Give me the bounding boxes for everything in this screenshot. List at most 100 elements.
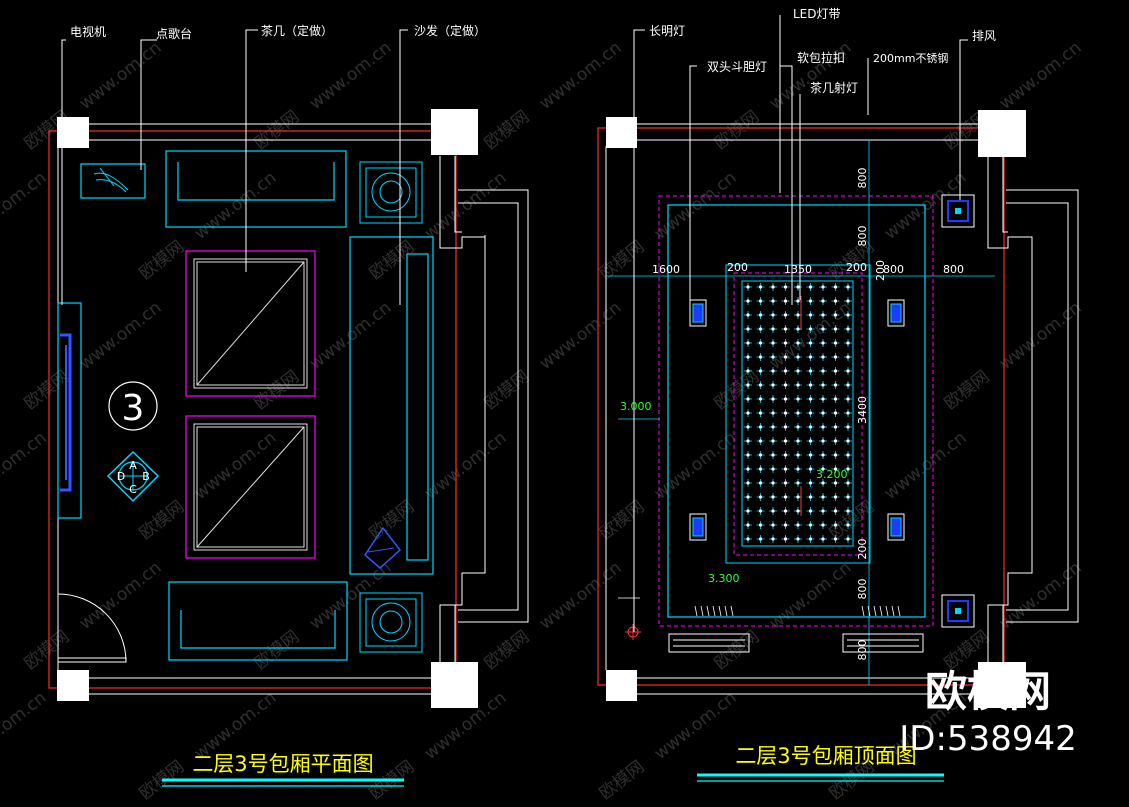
label-tea-table: 茶几（定做）: [261, 23, 333, 38]
long-light-symbol: [625, 624, 641, 640]
watermark-brand: 欧模网: [366, 497, 419, 544]
dim-200: 200: [846, 261, 867, 274]
sofa-right: [349, 236, 434, 575]
sofa-top: [165, 150, 347, 228]
watermark-brand: 欧模网: [711, 367, 764, 414]
column: [431, 662, 478, 708]
watermark-url: www.om.cn: [766, 38, 856, 114]
brand-logo: 欧模网 ID:538942: [899, 667, 1076, 759]
double-head-lamp: [689, 299, 707, 327]
label-song-stand: 点歌台: [156, 26, 192, 41]
air-vent: [668, 633, 924, 653]
exhaust-fan: [941, 594, 975, 628]
watermark-brand: 欧模网: [596, 497, 649, 544]
tv-cabinet: [57, 302, 82, 519]
watermark-url: www.om.cn: [651, 168, 741, 244]
watermark-brand: 欧模网: [136, 237, 189, 284]
watermark-url: www.om.cn: [191, 428, 281, 504]
column: [978, 110, 1026, 157]
column: [431, 109, 478, 155]
double-head-lamp: [887, 513, 905, 541]
spot-lights-row: [694, 605, 901, 617]
watermark-brand: 欧模网: [251, 627, 304, 674]
watermark-url: www.om.cn: [76, 298, 166, 374]
plan-title-right: 二层3号包厢顶面图: [735, 744, 916, 768]
watermark-url: www.om.cn: [536, 298, 626, 374]
watermark-brand: 欧模网: [21, 627, 74, 674]
label-tv: 电视机: [70, 24, 106, 39]
watermark-brand: 欧模网: [481, 627, 534, 674]
label-led-strip: LED灯带: [793, 7, 841, 21]
exhaust-fan: [941, 194, 975, 228]
label-double-lamp: 双头斗胆灯: [707, 60, 767, 74]
speaker-bottom: [359, 592, 423, 653]
watermark-url: www.om.cn: [76, 38, 166, 114]
plan-title-left: 二层3号包厢平面图: [192, 752, 373, 776]
mark-b: B: [142, 470, 150, 483]
dim-800: 800: [856, 168, 869, 189]
watermark-brand: 欧模网: [941, 367, 994, 414]
label-soft-pull: 软包拉扣: [797, 50, 845, 65]
room-number-circle: [108, 381, 158, 431]
watermark-url: www.om.cn: [766, 298, 856, 374]
song-stand: [80, 163, 146, 199]
room-boundary-red: [597, 127, 1005, 686]
elevation-3300: 3.300: [708, 572, 740, 585]
double-head-lamp: [689, 513, 707, 541]
floor-plan-left: 3 A B C D 电视机 点歌台 茶几（定做） 沙发（定做） 二层3号包厢平面…: [48, 23, 529, 787]
dim-200: 200: [727, 261, 748, 274]
watermark-url: www.om.cn: [191, 168, 281, 244]
column: [978, 662, 1026, 708]
tea-table-top: [185, 250, 316, 397]
ceiling-recess-outer: [725, 264, 871, 564]
watermark-brand: 欧模网: [481, 367, 534, 414]
room-boundary-red: [48, 130, 457, 689]
dim-800: 800: [883, 263, 904, 276]
double-head-lamp: [887, 299, 905, 327]
watermark-url: www.om.cn: [536, 38, 626, 114]
sofa-bottom: [168, 581, 348, 661]
dim-200: 200: [856, 539, 869, 560]
watermark-url: www.om.cn: [651, 688, 741, 764]
watermark-brand: 欧模网: [136, 497, 189, 544]
dim-800: 800: [856, 579, 869, 600]
watermark-url: www.om.cn: [0, 428, 50, 504]
watermark-url: www.om.cn: [996, 298, 1086, 374]
watermark-url: www.om.cn: [536, 558, 626, 634]
watermark-brand: 欧模网: [596, 757, 649, 804]
watermark-url: www.om.cn: [76, 558, 166, 634]
dim-800: 800: [943, 263, 964, 276]
watermark-url: www.om.cn: [306, 38, 396, 114]
watermark-brand: 欧模网: [251, 367, 304, 414]
watermark-url: www.om.cn: [421, 168, 511, 244]
watermark-url: www.om.cn: [0, 168, 50, 244]
label-sofa: 沙发（定做）: [414, 23, 486, 38]
mark-d: D: [117, 470, 125, 483]
column: [57, 670, 89, 701]
elevation-index-mark: A B C D: [106, 450, 160, 503]
label-exhaust: 排风: [972, 29, 996, 43]
watermark-layer: 欧模网www.om.cn欧模网www.om.cn欧模网www.om.cn欧模网w…: [0, 38, 1085, 804]
dim-200: 200: [874, 260, 887, 281]
watermark-url: www.om.cn: [996, 38, 1086, 114]
watermark-brand: 欧模网: [251, 107, 304, 154]
dim-800: 800: [856, 640, 869, 661]
watermark-url: www.om.cn: [0, 688, 50, 764]
soft-pack-panel: [741, 280, 854, 547]
soft-pack-button-grid: [744, 283, 852, 543]
watermark-brand: 欧模网: [596, 237, 649, 284]
label-table-spot: 茶几射灯: [810, 80, 858, 95]
speaker-top: [359, 161, 423, 224]
watermark-brand: 欧模网: [481, 107, 534, 154]
tea-table-bottom: [185, 415, 316, 559]
dim-1350: 1350: [784, 263, 812, 276]
door-swing: [57, 593, 127, 663]
watermark-url: www.om.cn: [766, 558, 856, 634]
watermark-brand: 欧模网: [366, 237, 419, 284]
mark-a: A: [129, 459, 137, 472]
ceiling-plan-right: 长明灯 LED灯带 双头斗胆灯 软包拉扣 200mm不锈钢 茶几射灯 排风 16…: [597, 7, 1079, 782]
watermark-url: www.om.cn: [651, 428, 741, 504]
tv-screen: [60, 333, 72, 492]
logo-id: ID:538942: [899, 719, 1076, 759]
